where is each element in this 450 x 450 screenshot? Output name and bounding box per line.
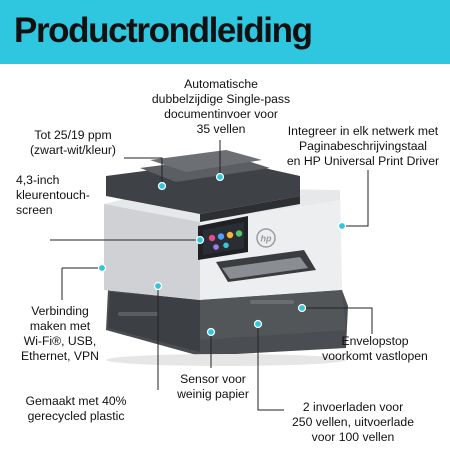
callout-print-speed: Tot 25/19 ppm (zwart-wit/kleur) [30, 128, 116, 157]
callout-trays: 2 invoerladen voor 250 vellen, uitvoerla… [292, 400, 414, 444]
callout-envelope-stop: Envelopstop voorkomt vastlopen [322, 334, 428, 363]
paper-tray-front [200, 290, 346, 340]
callout-dots [97, 172, 347, 337]
adf-tray [150, 150, 262, 172]
leader-lines [50, 140, 373, 411]
callout-duplex-adf: Automatische dubbelzijdige Single-pass d… [151, 77, 291, 136]
page-title: Productrondleiding [14, 11, 313, 50]
header-banner: Productrondleiding [0, 0, 450, 64]
hp-logo-icon [256, 228, 276, 248]
callout-connectivity: Verbinding maken met Wi-Fi®, USB, Ethern… [21, 304, 99, 363]
callout-network: Integreer in elk netwerk met Paginabesch… [286, 124, 440, 168]
callout-touchscreen: 4,3-inch kleurentouch- screen [16, 173, 90, 217]
svg-text:hp: hp [261, 234, 272, 244]
callout-sensor: Sensor voor weinig papier [177, 372, 249, 401]
callout-recycled: Gemaakt met 40% gerecycled plastic [25, 394, 127, 423]
